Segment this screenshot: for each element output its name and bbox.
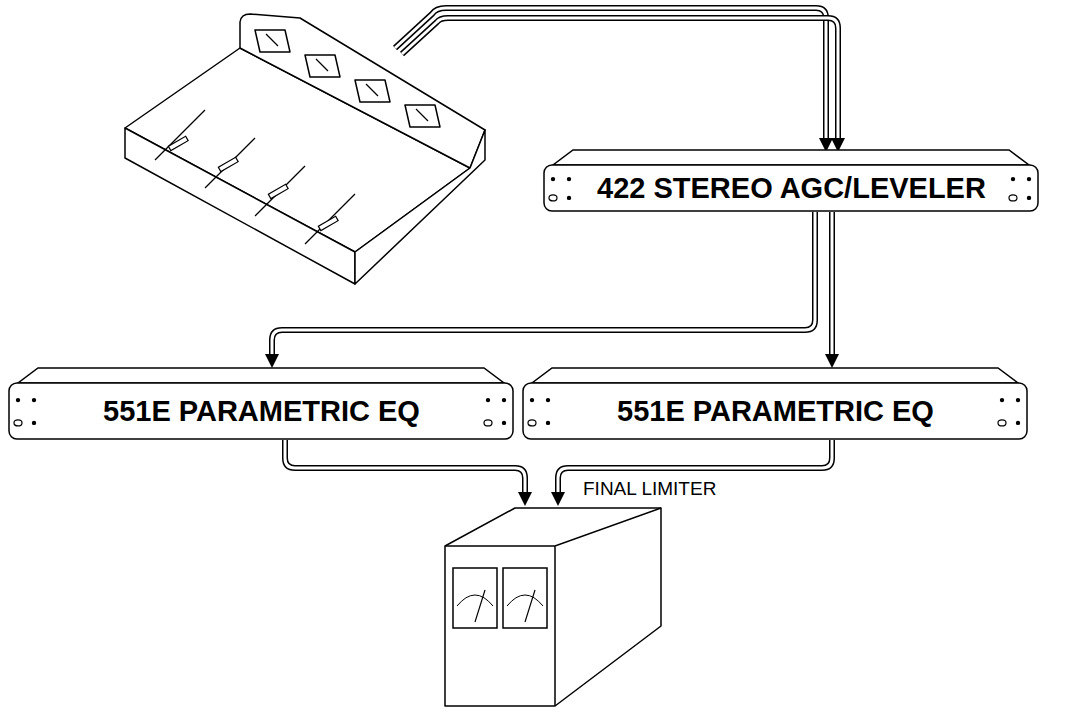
unit-name: 422 STEREO AGC/LEVELER [597, 174, 986, 203]
unit-label: FINAL LIMITER [581, 479, 718, 500]
limiter-box: FINAL LIMITER [445, 506, 663, 716]
signal-arrow [265, 212, 815, 368]
signal-arrow [285, 440, 532, 506]
rack-unit: 551E PARAMETRIC EQ [522, 368, 1028, 440]
signal-arrow [551, 440, 832, 506]
unit-name: 551E PARAMETRIC EQ [617, 397, 934, 426]
unit-name: 551E PARAMETRIC EQ [103, 397, 420, 426]
unit-outline [445, 506, 663, 716]
signal-arrow [825, 212, 839, 368]
rack-unit: 422 STEREO AGC/LEVELER [543, 150, 1039, 212]
rack-unit: 551E PARAMETRIC EQ [8, 368, 514, 440]
